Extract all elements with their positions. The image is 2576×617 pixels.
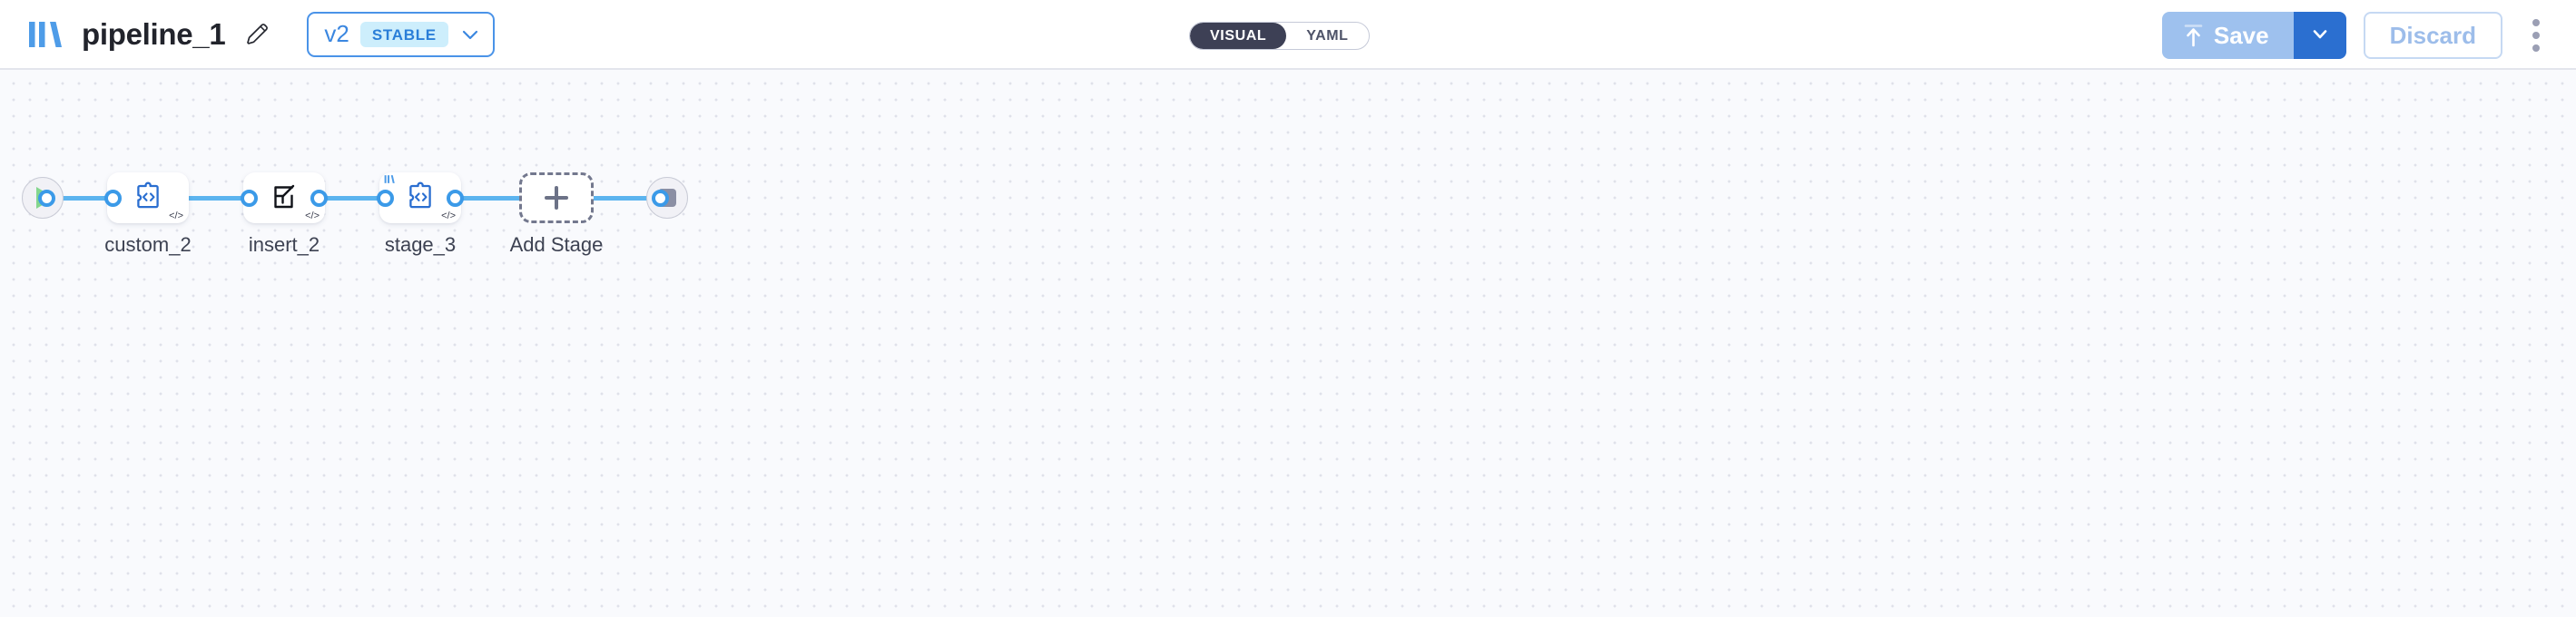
code-tag-label: </> <box>169 211 183 221</box>
pipeline-flow: </> </> <box>0 70 1362 397</box>
status-badge: STABLE <box>359 21 448 47</box>
kebab-dot <box>2532 44 2540 52</box>
insert-square-icon <box>269 181 300 215</box>
save-split-button[interactable]: Save <box>2161 12 2346 59</box>
port-insert2-in[interactable] <box>310 190 328 207</box>
port-insert2-out[interactable] <box>377 190 394 207</box>
chevron-down-icon <box>2309 23 2331 49</box>
port-custom2-out[interactable] <box>241 190 258 207</box>
edge-start-to-custom2 <box>50 196 118 201</box>
puzzle-code-icon <box>133 181 163 215</box>
kebab-dot <box>2532 32 2540 39</box>
add-stage-label: Add Stage <box>509 233 604 256</box>
code-tag-label: </> <box>305 211 320 221</box>
upload-arrow-icon <box>2184 24 2203 47</box>
plus-bar-v <box>555 186 558 210</box>
port-stage3-in[interactable] <box>447 190 464 207</box>
tab-visual[interactable]: VISUAL <box>1190 23 1287 49</box>
plus-icon <box>545 186 568 210</box>
node-label-custom_2: custom_2 <box>104 233 192 256</box>
port-start-out[interactable] <box>38 190 55 207</box>
kebab-dot <box>2532 19 2540 26</box>
discard-button[interactable]: Discard <box>2363 12 2502 59</box>
kebab-menu-icon[interactable] <box>2520 15 2552 55</box>
port-end-in[interactable] <box>652 190 669 207</box>
node-label-stage_3: stage_3 <box>384 233 457 256</box>
pencil-icon[interactable] <box>241 19 272 50</box>
header-actions: Save Discard <box>2161 12 2552 59</box>
bars-logo-icon <box>27 19 65 50</box>
pipeline-canvas[interactable]: </> </> <box>0 70 2576 617</box>
save-button-label: Save <box>2213 21 2269 49</box>
save-button[interactable]: Save <box>2161 12 2294 59</box>
save-options-button[interactable] <box>2293 12 2346 59</box>
view-mode-toggle[interactable]: VISUAL YAML <box>1189 22 1370 50</box>
brand-group: pipeline_1 <box>27 17 272 52</box>
edge-insert2-out <box>322 196 390 201</box>
version-label: v2 <box>324 20 349 47</box>
version-selector[interactable]: v2 STABLE <box>307 11 495 57</box>
puzzle-code-icon <box>405 181 436 215</box>
node-label-insert_2: insert_2 <box>248 233 320 256</box>
edge-custom2-out <box>187 196 255 201</box>
app-header: pipeline_1 v2 STABLE VISUAL YAML <box>0 0 2576 70</box>
add-stage-button[interactable] <box>519 172 594 223</box>
chevron-down-icon <box>459 24 481 45</box>
port-custom2-in[interactable] <box>104 190 122 207</box>
tab-yaml[interactable]: YAML <box>1306 27 1349 44</box>
page-title: pipeline_1 <box>82 16 226 51</box>
code-tag-label: </> <box>441 211 456 221</box>
edge-addstage-to-end <box>588 196 666 201</box>
edge-stage3-out <box>458 196 531 201</box>
